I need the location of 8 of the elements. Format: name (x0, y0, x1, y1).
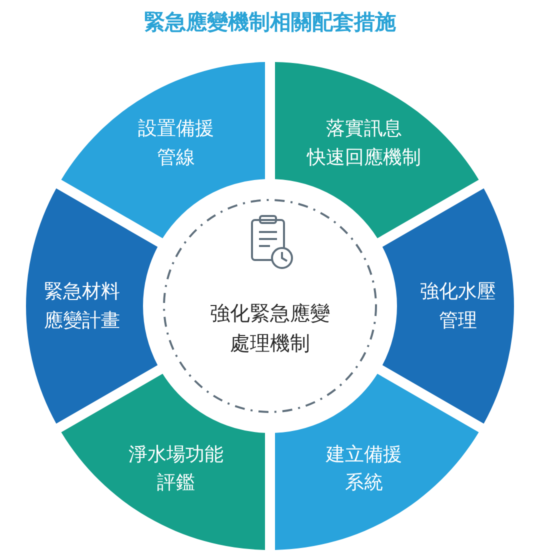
segment-label: 淨水場功能評鑑 (128, 442, 224, 496)
segment-label: 緊急材料應變計畫 (44, 280, 120, 333)
segment-label: 強化水壓管理 (420, 280, 496, 333)
title: 緊急應變機制相關配套措施 (143, 9, 397, 36)
segment-label: 落實訊息快速回應機制 (307, 116, 421, 170)
segment-label: 設置備援管線 (138, 116, 214, 170)
segment-label: 建立備援系統 (326, 442, 402, 496)
center-label: 強化緊急應變處理機制 (210, 300, 330, 357)
